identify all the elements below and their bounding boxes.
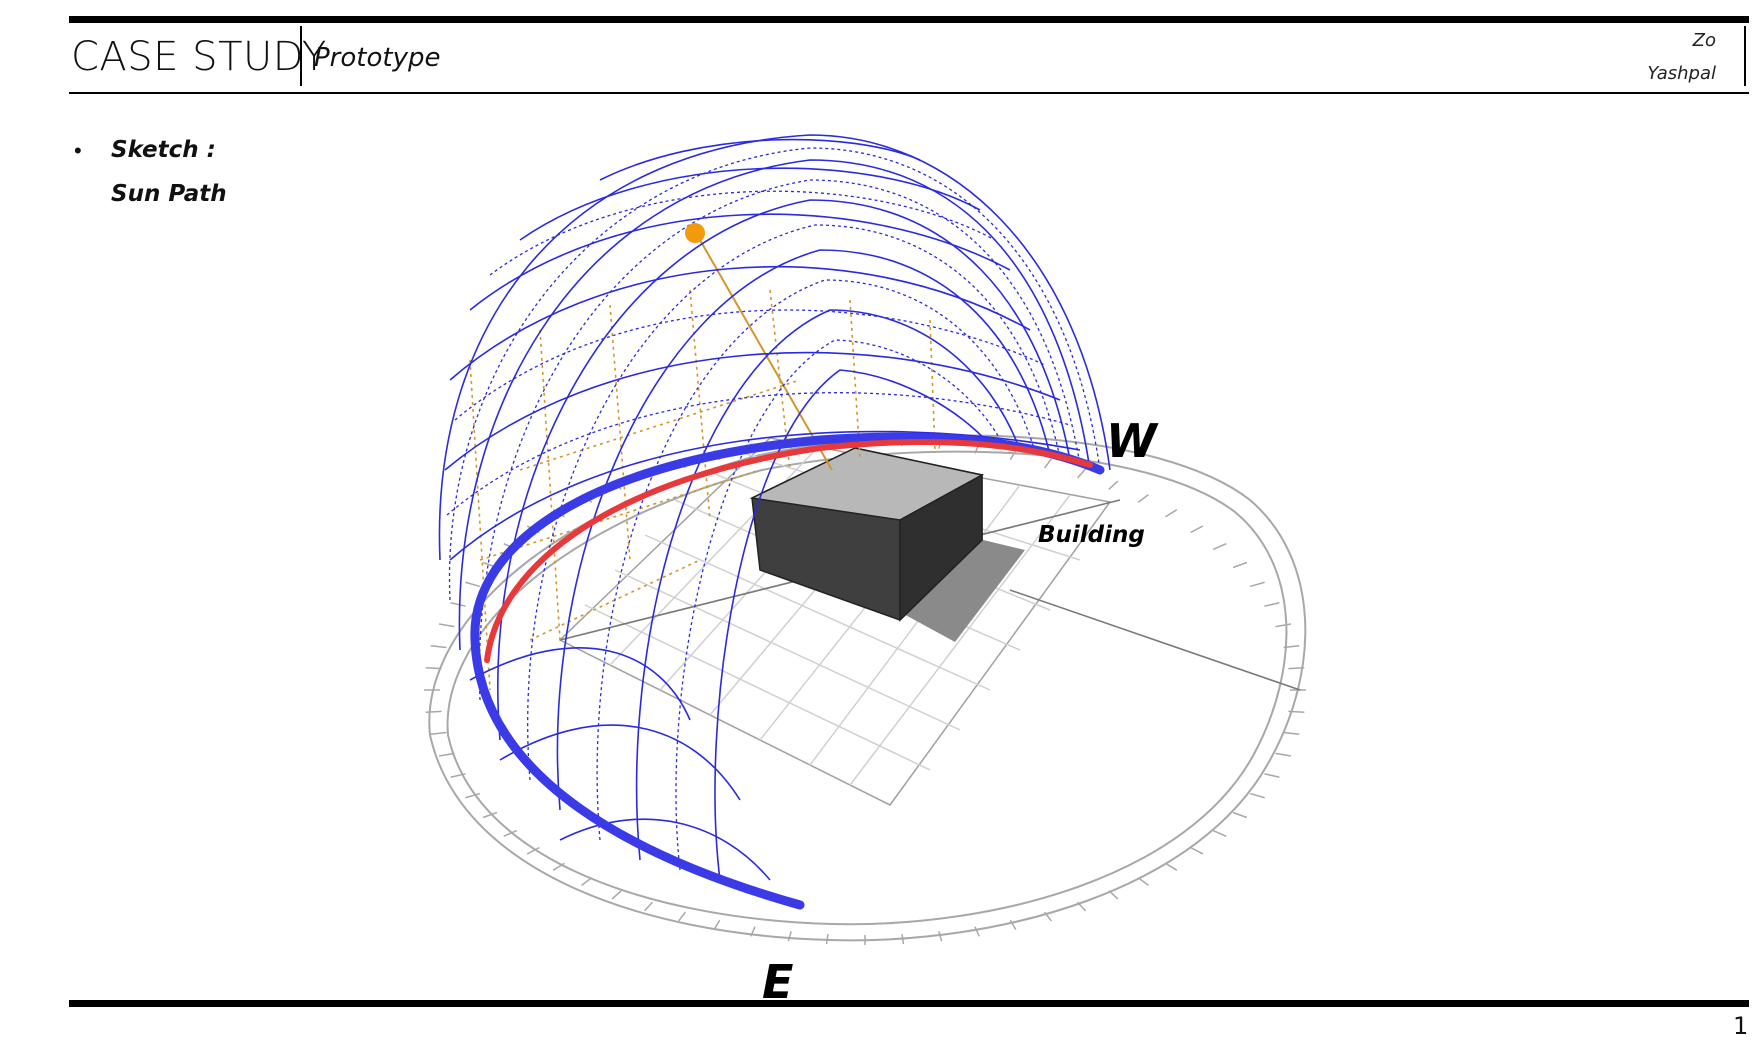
compass-tick — [1249, 581, 1265, 588]
compass-tick — [1283, 731, 1300, 736]
compass-tick — [750, 926, 756, 937]
compass-tick — [1288, 710, 1305, 713]
compass-tick — [482, 811, 498, 819]
compass-tick — [425, 667, 442, 670]
compass-tick — [938, 931, 943, 942]
compass-tick — [974, 926, 980, 937]
compass-tick — [1137, 494, 1149, 503]
compass-tick — [430, 731, 447, 736]
compass-tick — [1212, 543, 1227, 551]
compass-tick — [1108, 480, 1119, 490]
compass-tick — [1264, 773, 1280, 778]
page-number: 1 — [1733, 1012, 1749, 1040]
compass-tick — [1137, 877, 1149, 886]
compass-tick — [825, 933, 829, 945]
compass-tick — [1190, 525, 1204, 534]
compass-tick — [1288, 667, 1305, 670]
building-shadow — [900, 538, 1025, 642]
page-title: CASE STUDY — [71, 34, 327, 80]
compass-tick — [713, 919, 721, 930]
compass-tick — [1076, 468, 1087, 479]
header-divider — [300, 26, 302, 86]
page-subtitle: Prototype — [314, 43, 441, 73]
sun-ray-to-building — [695, 232, 833, 471]
compass-tick — [1190, 846, 1204, 855]
compass-tick — [787, 931, 792, 942]
sky-dome-grid-dotted — [446, 147, 1101, 871]
compass-tick — [1165, 862, 1178, 871]
compass-tick — [1232, 561, 1248, 569]
building-block — [749, 447, 985, 622]
compass-tick — [1264, 602, 1280, 607]
compass-tick — [643, 901, 654, 912]
compass-tick — [611, 890, 622, 900]
compass-tick — [1108, 890, 1119, 900]
compass-tick — [465, 581, 481, 588]
compass-tick — [1044, 911, 1052, 922]
compass-tick — [503, 829, 518, 837]
compass-tick — [552, 862, 565, 871]
compass-tick — [450, 773, 466, 778]
header-bottom-rule — [69, 92, 1749, 94]
author-name-first: Zo — [1692, 30, 1716, 51]
compass-tick — [901, 933, 905, 945]
bullet-point: • — [74, 138, 82, 163]
compass-tick — [581, 877, 593, 886]
author-name-last: Yashpal — [1647, 63, 1716, 84]
compass-tick — [438, 752, 455, 757]
building-label: Building — [1038, 522, 1145, 548]
compass-tick — [1212, 829, 1227, 837]
compass-tick — [526, 846, 540, 855]
sketch-subheading: Sun Path — [111, 181, 227, 207]
compass-tick — [465, 792, 481, 799]
sky-dome-grid — [438, 134, 1111, 881]
compass-tick — [1076, 901, 1087, 912]
west-label: W — [1106, 414, 1159, 468]
footer-rule — [69, 1000, 1749, 1007]
compass-tick — [1009, 450, 1017, 461]
compass-tick — [678, 911, 686, 922]
compass-tick — [1009, 919, 1017, 930]
compass-tick — [1275, 752, 1292, 757]
compass-tick — [430, 644, 447, 649]
header-top-rule — [69, 16, 1749, 23]
summer-sun-path — [484, 438, 1093, 663]
compass-tick — [438, 623, 455, 628]
compass-tick — [1165, 509, 1178, 518]
compass-tick — [450, 602, 466, 607]
compass-tick — [425, 710, 442, 713]
winter-sun-path — [470, 432, 1105, 910]
sketch-heading: Sketch : — [111, 137, 216, 163]
sun-marker — [685, 223, 705, 243]
compass-tick — [1283, 644, 1300, 649]
sun-rays — [469, 289, 936, 691]
compass-tick — [1044, 458, 1052, 469]
compass-tick — [1275, 623, 1292, 628]
compass-tick — [1249, 792, 1265, 799]
compass-tick — [1232, 811, 1248, 819]
header-right-divider — [1744, 26, 1746, 86]
